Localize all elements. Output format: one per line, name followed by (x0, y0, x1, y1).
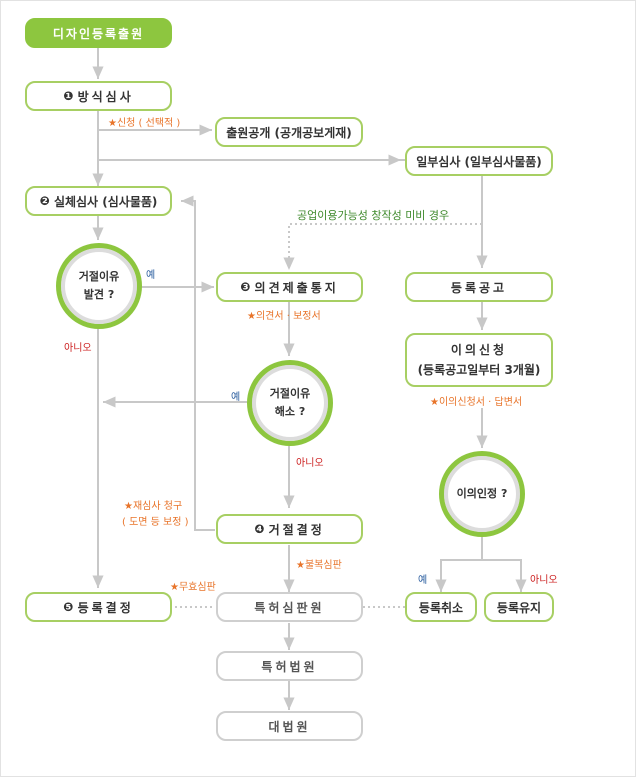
opinion-notice-box: ❸ 의견제출통지 (216, 272, 363, 302)
reg-cancel-box: 등록취소 (405, 592, 477, 622)
label-yes-opposition: 예 (418, 571, 427, 586)
registration-label: 등록결정 (78, 599, 134, 616)
decision-opposition-accepted-label: 이의인정 ? (457, 485, 508, 503)
note-opposition-reply: ★이의신청서 · 답변서 (430, 393, 522, 408)
reg-announce-box: 등록공고 (405, 272, 553, 302)
decision-refusal-resolved: 거절이유 해소 ? (247, 360, 333, 446)
label-yes-refusal-found: 예 (146, 266, 155, 281)
supreme-court-box: 대법원 (216, 711, 363, 741)
opposition-box: 이의신청 (등록공고일부터 3개월) (405, 333, 553, 387)
decision-refusal-resolved-line2: 해소 ? (275, 403, 305, 421)
patent-tribunal-box: 특허심판원 (216, 592, 363, 622)
formal-exam-label: 방식심사 (78, 88, 134, 105)
step-3-number: ❸ (240, 280, 250, 294)
reg-maintain-label: 등록유지 (497, 599, 541, 616)
substantive-exam-box: ❷ 실체심사 (심사물품) (25, 186, 172, 216)
note-invalidation: ★무효심판 (170, 578, 216, 593)
reg-maintain-box: 등록유지 (484, 592, 554, 622)
note-opinion-amendment: ★의견서 · 보정서 (247, 307, 321, 322)
rejection-label: 거절결정 (269, 521, 325, 538)
decision-refusal-found-line1: 거절이유 (79, 268, 119, 286)
partial-exam-label: 일부심사 (일부심사물품) (416, 153, 542, 170)
partial-exam-box: 일부심사 (일부심사물품) (405, 146, 553, 176)
publication-label: 출원공개 (공개공보게재) (226, 124, 352, 141)
design-application-start: 디자인등록출원 (25, 18, 172, 48)
note-request-optional: ★신청 ( 선택적 ) (108, 114, 180, 129)
step-4-number: ❹ (254, 522, 264, 536)
opinion-notice-label: 의견제출통지 (255, 279, 339, 296)
decision-refusal-resolved-line1: 거절이유 (270, 385, 310, 403)
decision-refusal-found-line2: 발견 ? (84, 286, 114, 304)
step-1-number: ❶ (63, 89, 73, 103)
registration-box: ❺ 등록결정 (25, 592, 172, 622)
patent-tribunal-label: 특허심판원 (254, 599, 324, 616)
decision-refusal-found: 거절이유 발견 ? (56, 243, 142, 329)
note-reexam-line1: ★재심사 청구 (124, 497, 182, 512)
rejection-box: ❹ 거절결정 (216, 514, 363, 544)
label-no-refusal-found: 아니오 (64, 339, 92, 354)
label-yes-refusal-resolved: 예 (231, 388, 240, 403)
reg-announce-label: 등록공고 (451, 279, 507, 296)
supreme-court-label: 대법원 (268, 718, 310, 735)
note-reexam-line2: ( 도면 등 보정 ) (122, 513, 189, 528)
formal-exam-box: ❶ 방식심사 (25, 81, 172, 111)
label-no-refusal-resolved: 아니오 (296, 454, 324, 469)
opposition-period: (등록공고일부터 3개월) (418, 360, 541, 380)
step-2-number: ❷ (40, 194, 50, 208)
step-5-number: ❺ (63, 600, 73, 614)
patent-court-box: 특허법원 (216, 651, 363, 681)
note-industrial-applicability: 공업이용가능성 창작성 미비 경우 (297, 207, 449, 223)
label-no-opposition: 아니오 (530, 571, 558, 586)
patent-court-label: 특허법원 (261, 658, 317, 675)
note-appeal-rejection: ★불복심판 (296, 556, 342, 571)
publication-box: 출원공개 (공개공보게재) (215, 117, 363, 147)
opposition-label: 이의신청 (451, 340, 507, 360)
substantive-exam-label: 실체심사 (심사물품) (54, 193, 157, 210)
reg-cancel-label: 등록취소 (419, 599, 463, 616)
decision-opposition-accepted: 이의인정 ? (439, 451, 525, 537)
